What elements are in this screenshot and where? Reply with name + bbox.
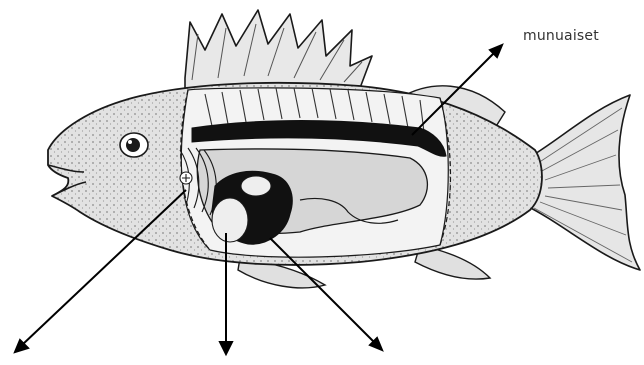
arrowhead-liver — [220, 342, 232, 354]
label-kidneys: munuaiset — [523, 28, 599, 44]
fish-eye — [120, 133, 148, 157]
